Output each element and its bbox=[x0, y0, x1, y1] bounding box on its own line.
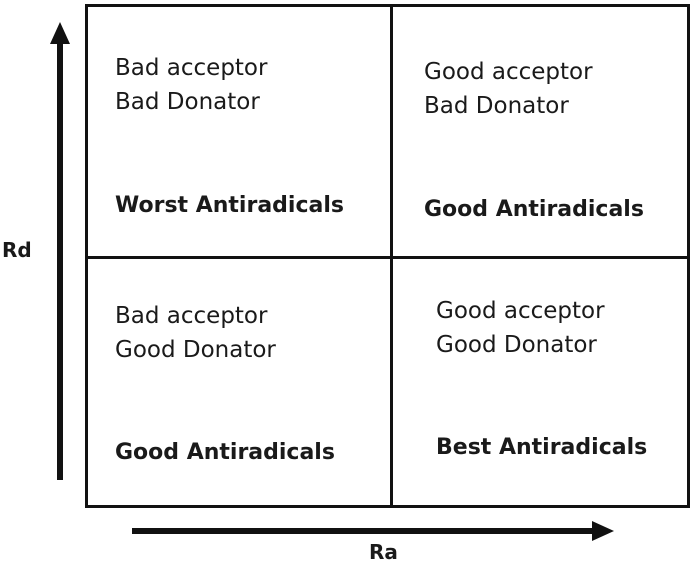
quadrant-top-left-verdict: Worst Antiradicals bbox=[115, 193, 344, 218]
donator-text: Bad Donator bbox=[115, 89, 260, 115]
quadrant-description: Bad acceptor Good Donator bbox=[115, 299, 276, 367]
quadrant-top-right: Good acceptor Bad Donator bbox=[424, 55, 593, 123]
donator-text: Bad Donator bbox=[424, 93, 569, 119]
donator-text: Good Donator bbox=[115, 337, 276, 363]
quadrant-bottom-left: Bad acceptor Good Donator bbox=[115, 299, 276, 367]
acceptor-text: Bad acceptor bbox=[115, 303, 268, 329]
acceptor-text: Bad acceptor bbox=[115, 55, 268, 81]
quadrant-description: Good acceptor Good Donator bbox=[436, 294, 605, 362]
y-axis-label: Rd bbox=[2, 238, 32, 262]
quadrant-description: Good acceptor Bad Donator bbox=[424, 55, 593, 123]
quadrant-top-right-verdict: Good Antiradicals bbox=[424, 197, 644, 222]
x-axis-label: Ra bbox=[369, 540, 398, 564]
x-axis-arrowhead bbox=[592, 521, 614, 541]
quadrant-bottom-right-verdict: Best Antiradicals bbox=[436, 435, 648, 460]
quadrant-description: Bad acceptor Bad Donator bbox=[115, 51, 267, 119]
quadrant-grid: Bad acceptor Bad Donator Worst Antiradic… bbox=[85, 4, 690, 508]
donator-text: Good Donator bbox=[436, 332, 597, 358]
quadrant-top-left: Bad acceptor Bad Donator bbox=[115, 51, 267, 119]
horizontal-divider bbox=[88, 256, 687, 259]
acceptor-text: Good acceptor bbox=[424, 59, 593, 85]
quadrant-bottom-left-verdict: Good Antiradicals bbox=[115, 440, 335, 465]
quadrant-bottom-right: Good acceptor Good Donator bbox=[436, 294, 605, 362]
acceptor-text: Good acceptor bbox=[436, 298, 605, 324]
y-axis-arrowhead bbox=[50, 22, 70, 44]
